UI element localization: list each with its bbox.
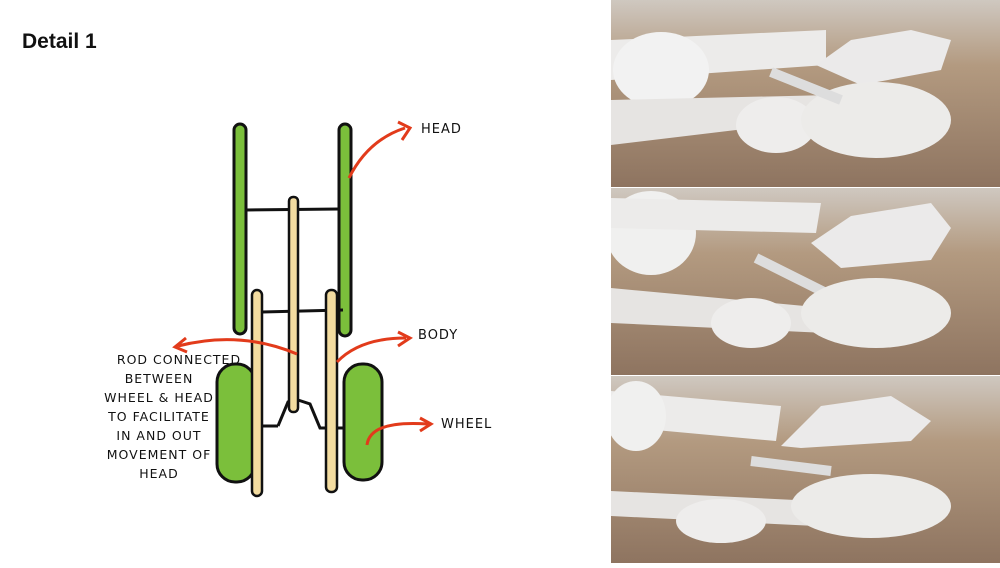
rod-note-line: movement of xyxy=(106,447,212,462)
model-photos xyxy=(606,0,1000,563)
mechanism-sketch xyxy=(172,120,434,498)
model-photo-2 xyxy=(606,188,1000,375)
head-left-bar xyxy=(232,122,248,336)
model-photo-3 xyxy=(606,376,1000,563)
body-left-rod xyxy=(250,288,264,498)
rod-note-line: head xyxy=(139,466,179,481)
rod-annotation: Rod connected between wheel & head to fa… xyxy=(74,350,244,483)
model-photo-stack xyxy=(606,0,1000,563)
slide-title: Detail 1 xyxy=(22,30,97,53)
head-label: Head xyxy=(421,122,462,137)
wheel-right xyxy=(342,362,384,482)
head-right-bar xyxy=(337,122,353,338)
rod-note-line: wheel & head xyxy=(104,390,214,405)
body-label: Body xyxy=(418,328,459,343)
center-rod xyxy=(287,195,300,414)
rod-note-line: to facilitate xyxy=(108,409,210,424)
body-right-rod xyxy=(324,288,339,494)
rod-note-line: Rod connected xyxy=(116,352,242,367)
wheel-label: Wheel xyxy=(441,417,493,432)
rod-note-line: between xyxy=(124,371,194,386)
model-photo-1 xyxy=(611,0,1000,187)
rod-note-line: in and out xyxy=(116,428,202,443)
